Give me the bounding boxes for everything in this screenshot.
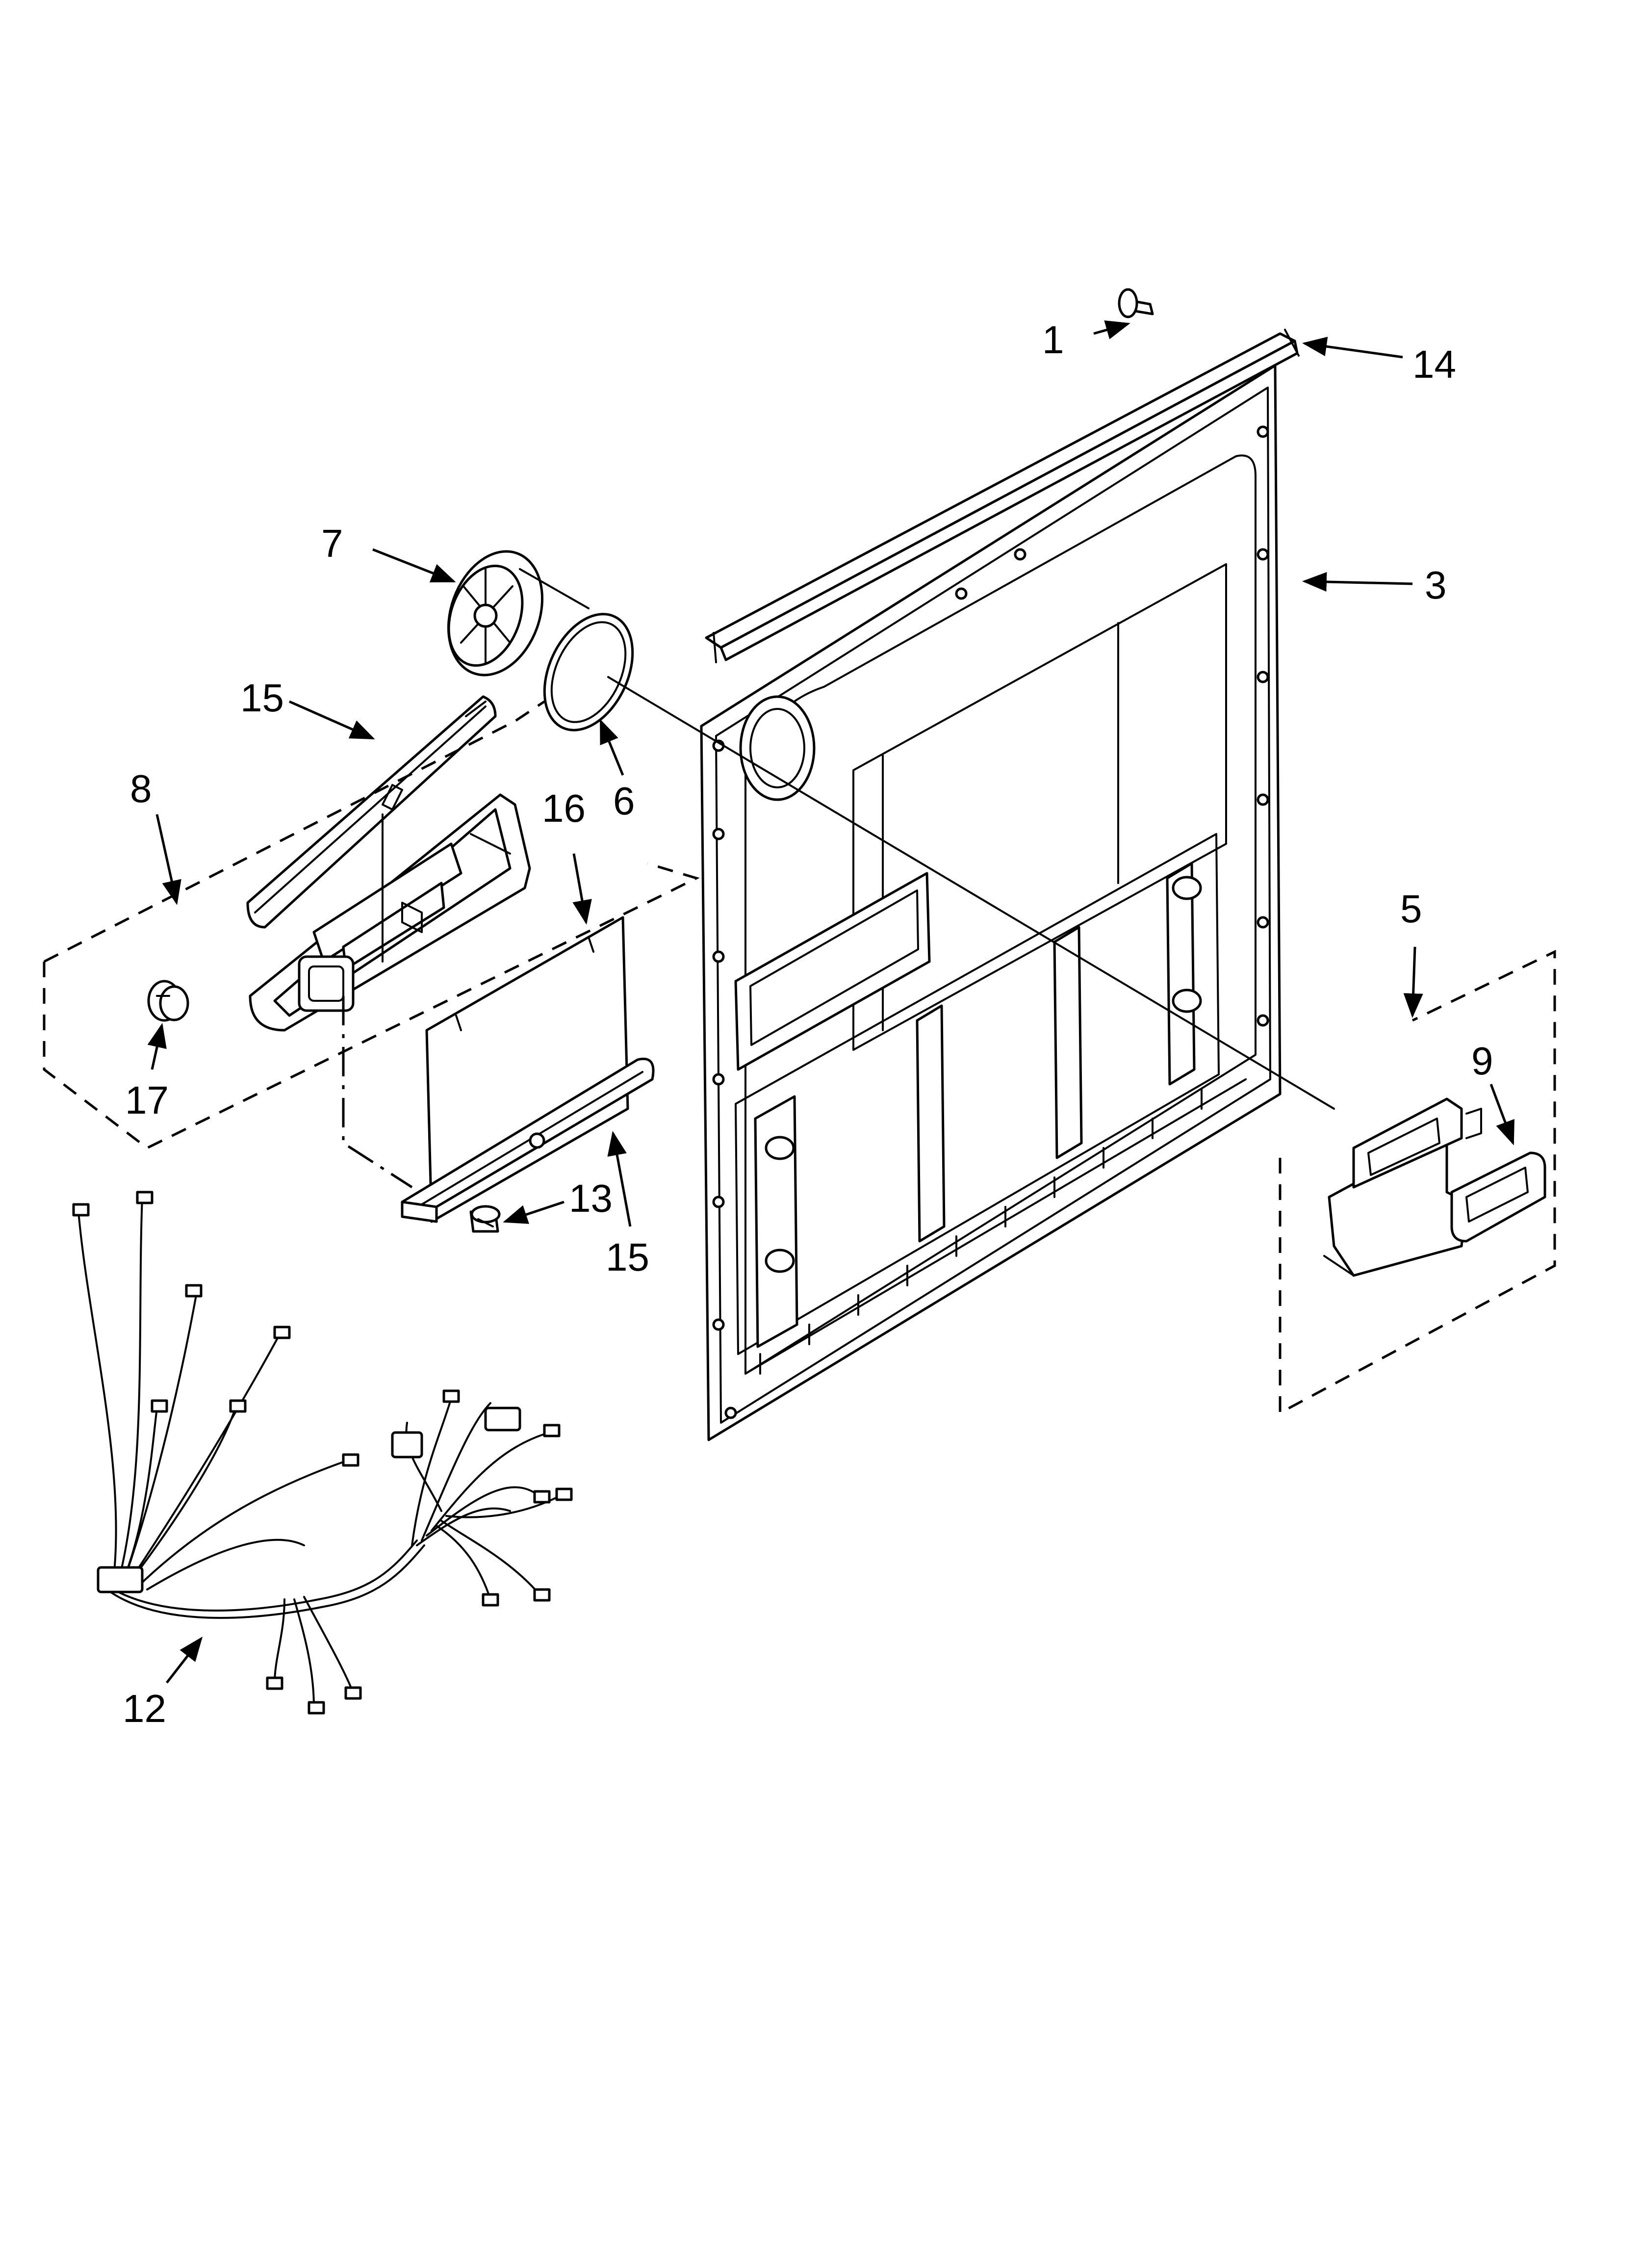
top-trim-strip-part-14 xyxy=(705,329,1300,663)
callout-13: 13 xyxy=(569,1176,613,1220)
callout-6: 6 xyxy=(613,779,635,823)
leader-arrows xyxy=(147,320,1514,1684)
callout-15-lower: 15 xyxy=(606,1235,649,1279)
knob-part-17 xyxy=(147,980,189,1022)
gasket-ring-part-6 xyxy=(543,613,634,731)
callout-3: 3 xyxy=(1425,563,1447,607)
control-module-part-5 xyxy=(1323,1097,1482,1277)
callout-15-upper: 15 xyxy=(240,676,284,720)
screw-part-13 xyxy=(469,1205,501,1233)
callout-9: 9 xyxy=(1471,1039,1493,1083)
screw-part-1 xyxy=(1118,288,1154,318)
dispenser-assembly-part-8 xyxy=(249,793,531,1032)
gasket-part-9 xyxy=(1450,1151,1546,1243)
callout-5: 5 xyxy=(1400,887,1422,931)
inner-door-panel-part-3 xyxy=(700,364,1282,1441)
dashed-group-outlines xyxy=(43,700,1556,1415)
bracket-part-15-upper xyxy=(246,695,497,929)
vent-cap-part-7 xyxy=(447,550,544,677)
callout-16: 16 xyxy=(542,786,586,830)
callout-8: 8 xyxy=(130,767,152,810)
alignment-lines xyxy=(382,568,1335,1110)
bracket-part-15-lower xyxy=(401,1058,655,1223)
callout-7: 7 xyxy=(321,521,343,565)
callout-1: 1 xyxy=(1042,318,1064,362)
callout-12: 12 xyxy=(123,1687,166,1730)
callout-labels: 1 14 3 7 6 15 8 16 17 5 9 13 15 12 xyxy=(123,318,1493,1730)
callout-17: 17 xyxy=(125,1078,169,1122)
wire-harness-part-12 xyxy=(72,1191,573,1715)
callout-14: 14 xyxy=(1412,342,1456,386)
label-sheet-part-16 xyxy=(425,916,629,1223)
